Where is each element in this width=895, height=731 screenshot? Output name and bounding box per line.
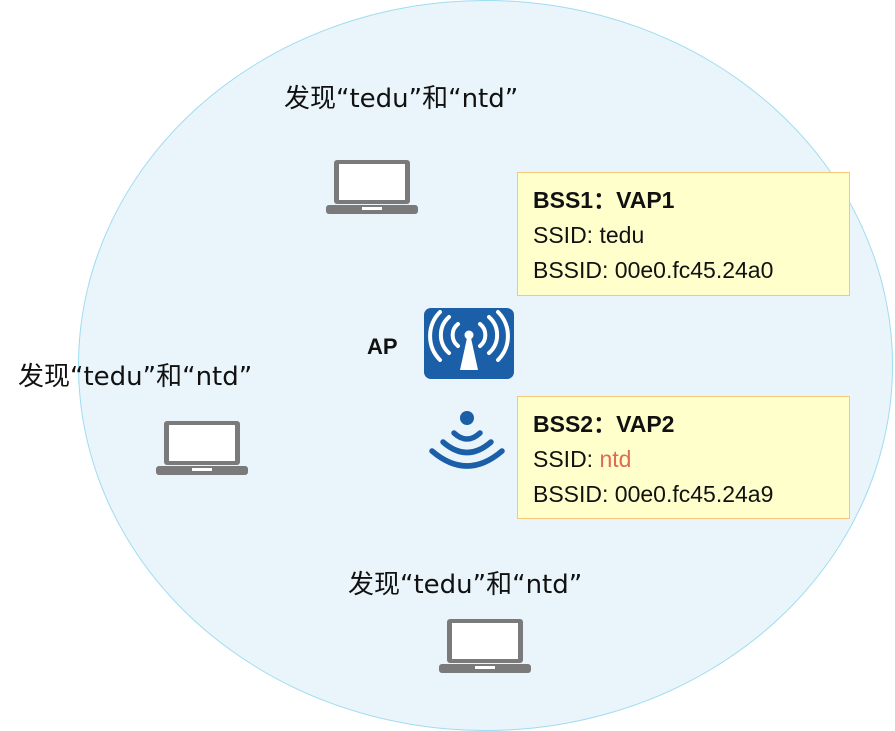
discover-label-bottom: 发现“tedu”和“ntd” (348, 570, 583, 600)
bss2-info-box: BSS2：VAP2 SSID: ntd BSSID: 00e0.fc45.24a… (517, 396, 850, 519)
ssid-prefix: SSID: (533, 222, 600, 248)
bss1-info-box: BSS1：VAP1 SSID: tedu BSSID: 00e0.fc45.24… (517, 172, 850, 296)
discover-label-top: 发现“tedu”和“ntd” (284, 84, 519, 114)
laptop-icon (156, 421, 248, 475)
bss1-bssid: BSSID: 00e0.fc45.24a0 (533, 257, 774, 283)
bss2-bssid: BSSID: 00e0.fc45.24a9 (533, 481, 774, 507)
access-point-icon (424, 308, 514, 379)
bss1-ssid: SSID: tedu (533, 218, 849, 253)
laptop-icon (439, 619, 531, 673)
bss2-ssid-value: ntd (599, 446, 632, 472)
discover-label-left: 发现“tedu”和“ntd” (18, 362, 253, 392)
bss1-title: BSS1：VAP1 (533, 187, 675, 213)
bss1-ssid-value: tedu (599, 222, 645, 248)
wifi-signal-icon (429, 411, 505, 469)
ssid-prefix: SSID: (533, 446, 600, 472)
ap-label: AP (367, 334, 398, 359)
bss2-ssid: SSID: ntd (533, 442, 849, 477)
laptop-icon (326, 160, 418, 214)
bss2-title: BSS2：VAP2 (533, 411, 675, 437)
